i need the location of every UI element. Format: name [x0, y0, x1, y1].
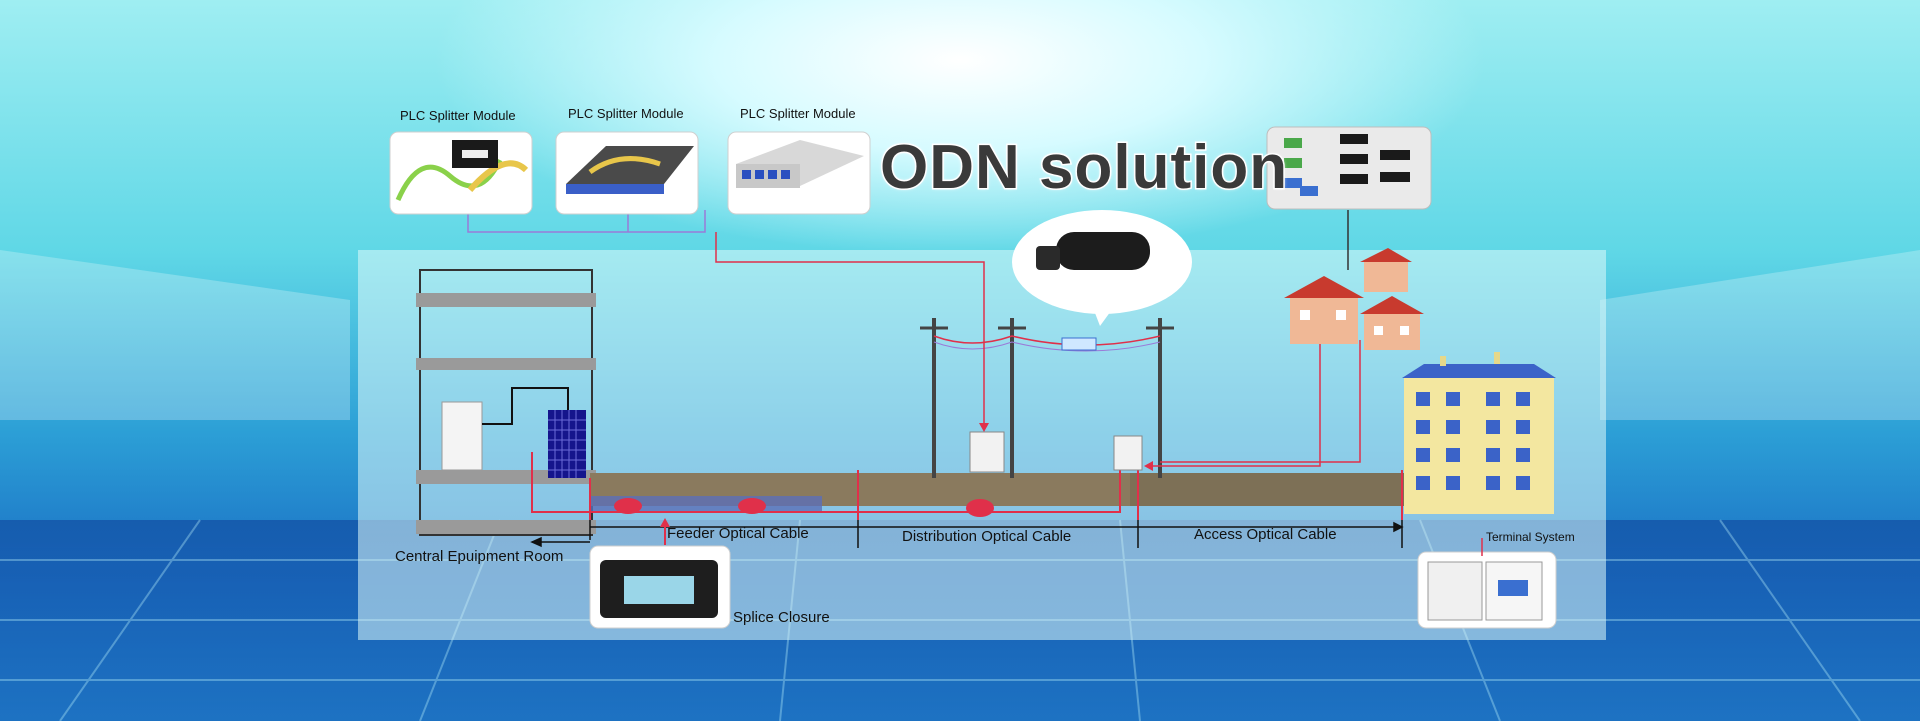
- distribution-fiber: [826, 470, 1121, 513]
- splice-marker: [966, 499, 994, 517]
- feeder-cable-label: Feeder Optical Cable: [667, 525, 809, 542]
- equipment-rack: [416, 269, 596, 536]
- apartment-building-icon: [1402, 352, 1556, 514]
- distribution-box-icon: [969, 431, 1005, 473]
- aerial-splice-box: [1061, 337, 1097, 351]
- terminal-box-card: [1417, 538, 1557, 629]
- plc-label-1: PLC Splitter Module: [400, 108, 516, 123]
- terminal-system-label: Terminal System: [1486, 530, 1575, 544]
- ground-strip-access: [1130, 473, 1410, 506]
- splice-marker: [738, 498, 766, 514]
- plc-label-2: PLC Splitter Module: [568, 106, 684, 121]
- segment-dividers: [589, 470, 1403, 520]
- houses-icon: [1284, 248, 1424, 350]
- access-box-icon: [1113, 435, 1143, 471]
- splice-closure-label: Splice Closure: [733, 609, 830, 626]
- utility-poles: [932, 318, 1162, 478]
- splice-closure-card: [589, 545, 731, 629]
- connectors-card: [1266, 126, 1432, 210]
- odf-frame-icon: [548, 410, 586, 478]
- splice-marker: [614, 498, 642, 514]
- plc-module-card-3: [727, 131, 871, 215]
- plc-to-box-fiber: [715, 232, 985, 428]
- dimension-lines: [530, 520, 1404, 548]
- diagram-title: ODN solution: [878, 132, 1289, 204]
- access-fiber: [1148, 338, 1321, 467]
- plc-label-3: PLC Splitter Module: [740, 106, 856, 121]
- aerial-cable: [933, 335, 1161, 346]
- central-room-label: Central Epuipment Room: [395, 548, 564, 565]
- olt-cabinet-icon: [441, 401, 483, 471]
- plc-module-card-1: [389, 131, 533, 215]
- side-panels: [0, 250, 1920, 420]
- plc-module-card-2: [555, 131, 699, 215]
- feeder-fiber: [531, 452, 826, 513]
- access-cable-label: Access Optical Cable: [1194, 526, 1337, 543]
- dome-closure-card: [1012, 210, 1192, 326]
- plc-connector-lines: [467, 210, 706, 233]
- distribution-cable-label: Distribution Optical Cable: [902, 528, 1072, 545]
